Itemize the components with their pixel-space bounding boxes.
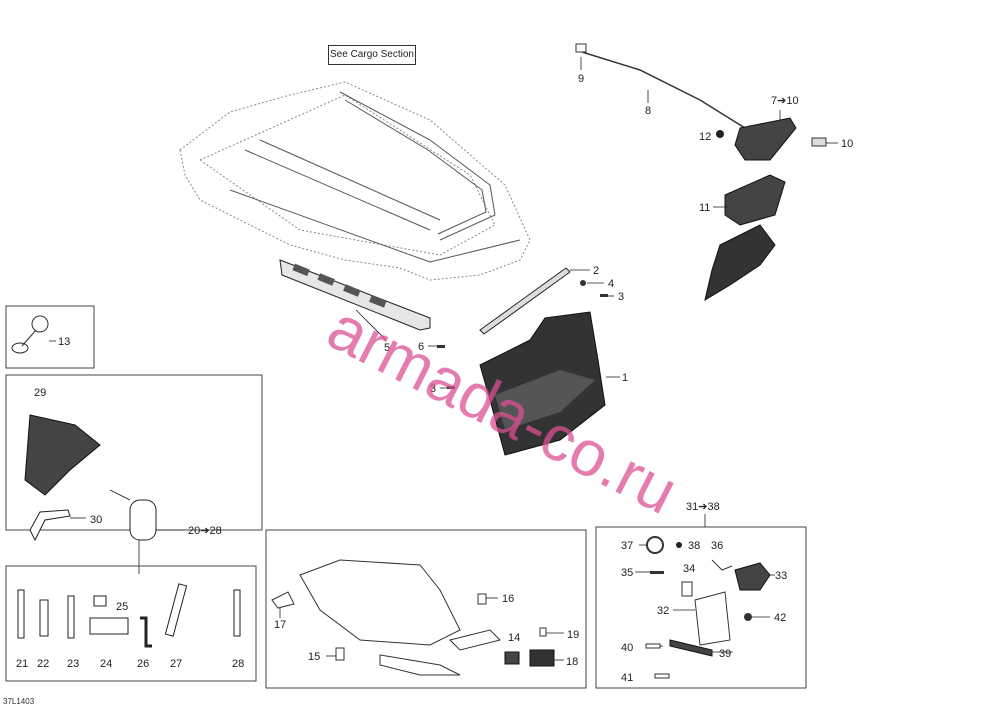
callout-27: 27	[170, 658, 182, 670]
callout-36: 36	[711, 540, 723, 552]
callout-25: 25	[116, 601, 128, 613]
callout-3b: 3	[430, 383, 436, 395]
callout-18: 18	[566, 656, 578, 668]
callout-4: 4	[608, 278, 614, 290]
callout-8: 8	[645, 105, 651, 117]
callout-28: 28	[232, 658, 244, 670]
callout-3a: 3	[618, 291, 624, 303]
fasteners	[437, 280, 608, 389]
callout-30: 30	[90, 514, 102, 526]
cargo-section-note: See Cargo Section	[328, 45, 416, 65]
reference-code: 37L1403	[3, 697, 35, 706]
inset-panel-license-plate	[595, 514, 807, 689]
callout-10: 10	[841, 138, 853, 150]
callout-22: 22	[37, 658, 49, 670]
callout-23: 23	[67, 658, 79, 670]
callout-38: 38	[688, 540, 700, 552]
callout-39: 39	[719, 648, 731, 660]
callout-19: 19	[567, 629, 579, 641]
callout-12: 12	[699, 131, 711, 143]
cargo-rack-illustration	[179, 81, 531, 281]
callout-17: 17	[274, 619, 286, 631]
leader-lines	[355, 57, 838, 389]
callout-33: 33	[775, 570, 787, 582]
callout-14: 14	[508, 632, 520, 644]
callout-11: 11	[699, 202, 710, 214]
callout-29: 29	[34, 387, 46, 399]
callout-35: 35	[621, 567, 633, 579]
side-plate	[279, 259, 431, 331]
inset-panel-13	[5, 305, 95, 369]
light-housing	[704, 174, 786, 302]
callout-2: 2	[593, 265, 599, 277]
inset-panel-tools	[5, 565, 257, 682]
callout-20-28: 20➔28	[188, 525, 222, 537]
callout-40: 40	[621, 642, 633, 654]
callout-32: 32	[657, 605, 669, 617]
callout-26: 26	[137, 658, 149, 670]
callout-37: 37	[621, 540, 633, 552]
callout-31-38: 31➔38	[686, 501, 720, 513]
callout-7-10: 7➔10	[771, 95, 799, 107]
callout-9: 9	[578, 73, 584, 85]
callout-15: 15	[308, 651, 320, 663]
inset-panel-snowmobile	[265, 529, 587, 689]
inset-panel-tool-kit	[5, 374, 263, 574]
callout-24: 24	[100, 658, 112, 670]
callout-41: 41	[621, 672, 633, 684]
callout-34: 34	[683, 563, 695, 575]
callout-1: 1	[622, 372, 628, 384]
callout-6: 6	[418, 341, 424, 353]
bracket-strip	[479, 267, 571, 335]
tail-light	[734, 117, 797, 161]
cargo-rack-rails	[229, 91, 521, 263]
callout-16: 16	[502, 593, 514, 605]
wire-harness	[575, 43, 746, 129]
callout-42: 42	[774, 612, 786, 624]
flap	[479, 311, 606, 456]
callout-21: 21	[16, 658, 28, 670]
callout-labels: 1 2 3 3 4 5 6 9 8 7➔10 10 12 11 13 29 30…	[16, 73, 853, 684]
callout-13: 13	[58, 336, 70, 348]
callout-5: 5	[384, 342, 390, 354]
screw	[811, 137, 827, 147]
